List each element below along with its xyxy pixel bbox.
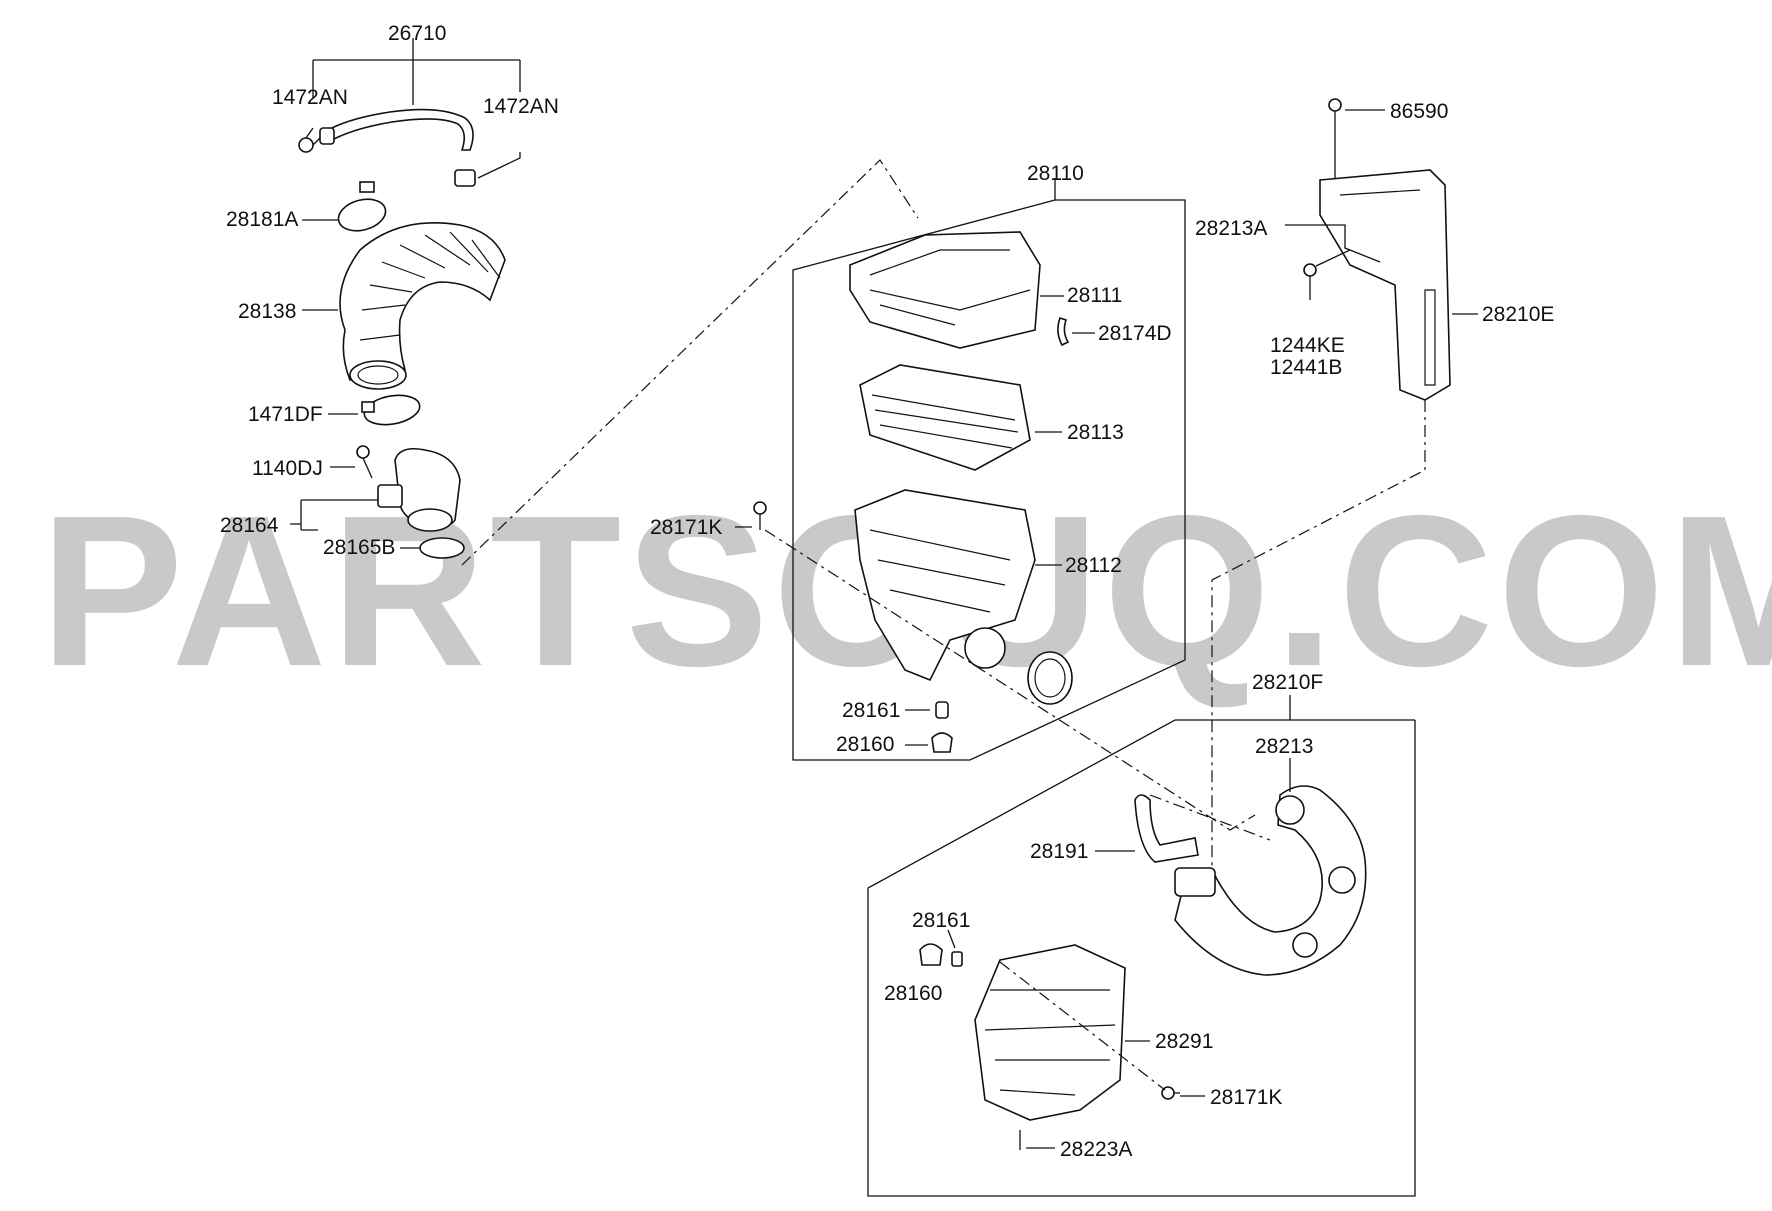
label-1472AN-left: 1472AN: [272, 86, 348, 109]
clamp-1471DF: [328, 394, 421, 426]
label-26710: 26710: [388, 22, 446, 45]
air-cleaner-assembly-28110: [735, 178, 1186, 761]
label-28161-center: 28161: [842, 699, 900, 722]
label-28171K-top: 28171K: [650, 516, 722, 539]
label-28160-lower: 28160: [884, 982, 942, 1005]
intake-duct-28210E: [1285, 98, 1478, 401]
label-28291: 28291: [1155, 1030, 1213, 1053]
label-1471DF: 1471DF: [248, 403, 323, 426]
clamp-28181A: [302, 181, 387, 232]
label-28113: 28113: [1067, 421, 1124, 444]
label-28138: 28138: [238, 300, 296, 323]
label-28112: 28112: [1065, 554, 1122, 577]
label-28213: 28213: [1255, 735, 1313, 758]
label-28111: 28111: [1067, 284, 1122, 307]
label-1472AN-right: 1472AN: [483, 95, 559, 118]
label-28171K-lower: 28171K: [1210, 1086, 1282, 1109]
label-28213A: 28213A: [1195, 217, 1267, 240]
label-28191: 28191: [1030, 840, 1088, 863]
connector-line-right: [1211, 400, 1426, 915]
label-28110: 28110: [1027, 162, 1084, 185]
label-28165B: 28165B: [323, 536, 395, 559]
breather-hose-assembly: [298, 38, 521, 187]
label-28210F: 28210F: [1252, 671, 1323, 694]
label-28181A: 28181A: [226, 208, 298, 231]
label-86590: 86590: [1390, 100, 1448, 123]
label-12441B: 12441B: [1270, 356, 1342, 379]
connector-line-center: [764, 529, 1256, 831]
label-28223A: 28223A: [1060, 1138, 1132, 1161]
label-28161-lower: 28161: [912, 909, 970, 932]
resonator-assembly-28210F: [867, 695, 1416, 1197]
label-28164: 28164: [220, 514, 279, 537]
label-1140DJ: 1140DJ: [252, 457, 323, 480]
intake-hose-28138: [302, 222, 506, 390]
label-1244KE: 1244KE: [1270, 334, 1345, 357]
air-flow-sensor-28164: [290, 445, 465, 559]
label-28210E: 28210E: [1482, 303, 1554, 326]
connector-line-left: [461, 159, 919, 566]
label-28160-center: 28160: [836, 733, 894, 756]
label-28174D: 28174D: [1098, 322, 1172, 345]
